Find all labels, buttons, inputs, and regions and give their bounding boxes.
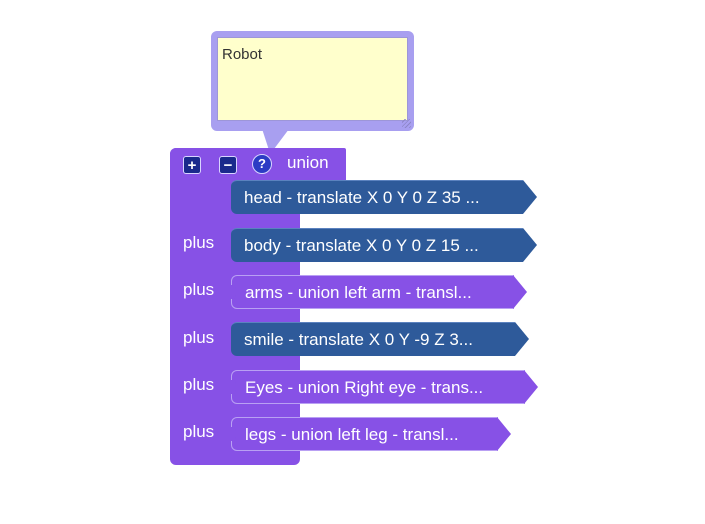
body-block-label: body - translate X 0 Y 0 Z 15 ... xyxy=(244,236,479,255)
body-block[interactable]: body - translate X 0 Y 0 Z 15 ... xyxy=(231,228,537,262)
plus-label: plus xyxy=(183,375,215,394)
plus-label: plus xyxy=(183,328,215,347)
block-notch xyxy=(231,380,236,394)
eyes-block-label: Eyes - union Right eye - trans... xyxy=(245,378,484,397)
comment-bubble[interactable]: Robot xyxy=(211,31,414,131)
plus-label: plus xyxy=(183,233,215,252)
block-notch xyxy=(231,427,236,441)
comment-textarea[interactable]: Robot xyxy=(217,37,408,121)
help-button[interactable]: ? xyxy=(252,154,272,174)
block-notch xyxy=(231,285,236,299)
plus-label: plus xyxy=(183,422,215,441)
head-block-label: head - translate X 0 Y 0 Z 35 ... xyxy=(244,188,480,207)
smile-block[interactable]: smile - translate X 0 Y -9 Z 3... xyxy=(231,322,529,356)
arms-block[interactable]: arms - union left arm - transl... xyxy=(231,275,527,309)
smile-block-label: smile - translate X 0 Y -9 Z 3... xyxy=(244,330,473,349)
union-label: union xyxy=(287,153,329,172)
arms-block-label: arms - union left arm - transl... xyxy=(245,283,472,302)
plus-label: plus xyxy=(183,280,215,299)
legs-block[interactable]: legs - union left leg - transl... xyxy=(231,417,511,451)
add-input-button[interactable]: + xyxy=(183,156,201,174)
remove-input-button[interactable]: − xyxy=(219,156,237,174)
eyes-block[interactable]: Eyes - union Right eye - trans... xyxy=(231,370,538,404)
legs-block-label: legs - union left leg - transl... xyxy=(245,425,459,444)
head-block[interactable]: head - translate X 0 Y 0 Z 35 ... xyxy=(231,180,537,214)
resize-handle-icon[interactable] xyxy=(402,119,411,128)
